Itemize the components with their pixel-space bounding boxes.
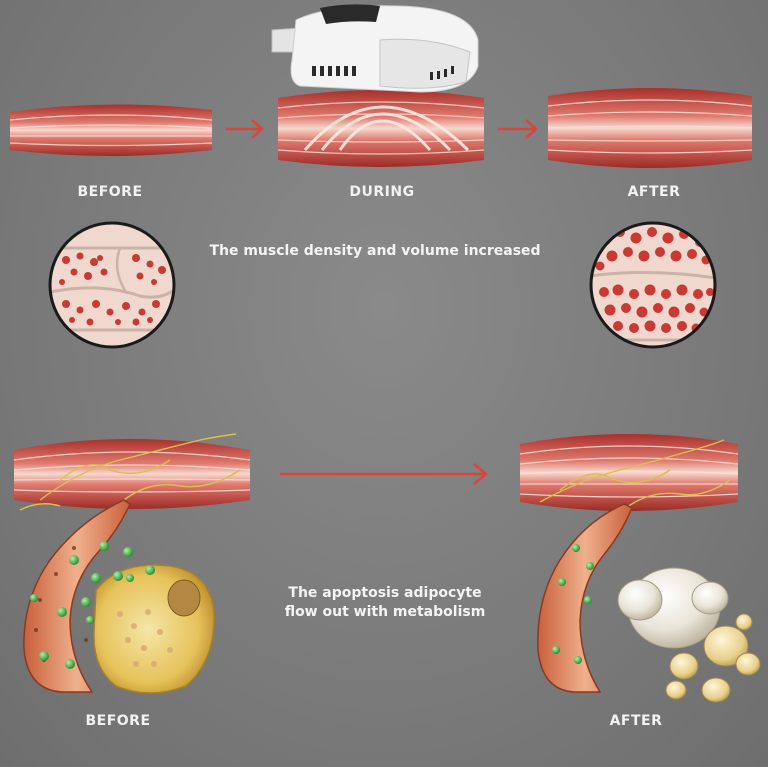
cross-section-after: [589, 221, 717, 349]
caption-apoptosis-line1: The apoptosis adipocyte: [288, 585, 482, 601]
cross-section-before: [48, 221, 176, 349]
label-before-top: BEFORE: [77, 184, 143, 200]
arrow-during-after: [498, 119, 538, 139]
fat-cells-after: [617, 567, 761, 703]
label-before-bottom: BEFORE: [85, 713, 151, 729]
emsculpt-device-icon: [271, 4, 479, 93]
arrow-before-during: [226, 119, 264, 139]
blood-vessel-before: [23, 499, 131, 693]
metabolite-dots-after: [552, 544, 594, 664]
label-after-bottom: AFTER: [609, 713, 663, 729]
fat-cell-before: [93, 564, 215, 694]
label-during: DURING: [349, 184, 415, 200]
wave-icon: [303, 105, 470, 152]
caption-apoptosis-line2: flow out with metabolism: [284, 604, 486, 620]
muscle-after-bottom: [519, 434, 739, 511]
muscle-before-top: [9, 104, 213, 156]
blood-vessel-after: [537, 503, 633, 693]
muscle-after-top: [547, 88, 753, 168]
muscle-during: [277, 90, 485, 167]
muscle-before-bottom: [13, 433, 251, 511]
metabolite-dots-before: [30, 541, 155, 669]
arrow-before-after-bottom: [280, 463, 488, 485]
caption-muscle-density: The muscle density and volume increased: [209, 243, 541, 259]
label-after-top: AFTER: [627, 184, 681, 200]
